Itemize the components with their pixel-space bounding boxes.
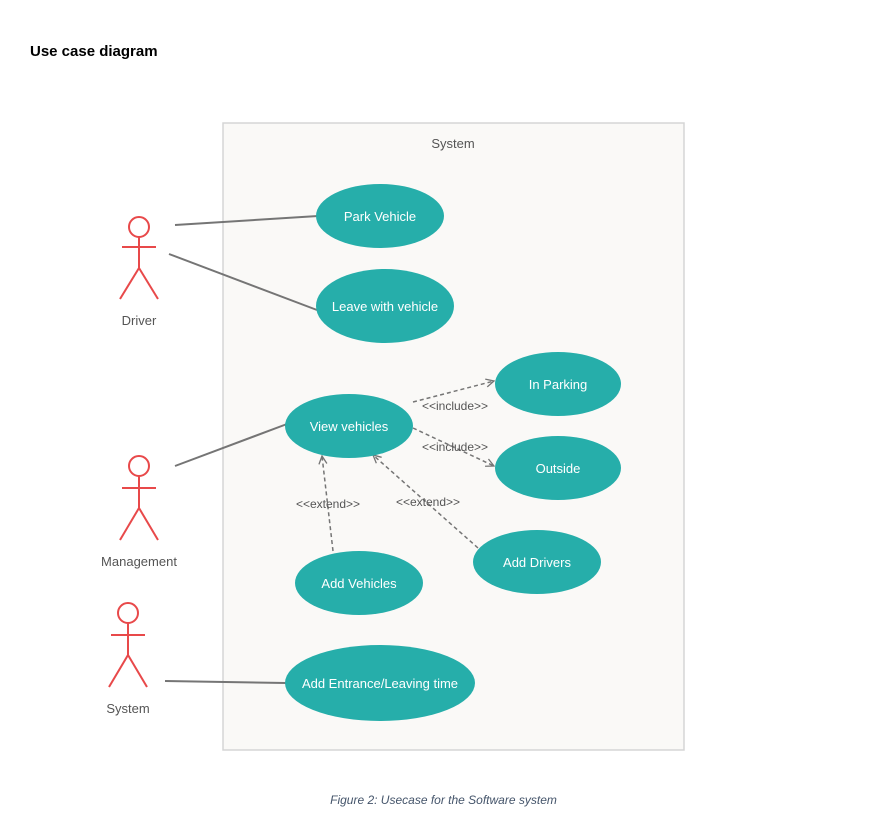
extend-label-add-vehicles: <<extend>>	[296, 497, 360, 511]
usecase-view-vehicles: View vehicles	[285, 394, 413, 458]
actor-driver-label: Driver	[122, 313, 157, 328]
usecase-park-vehicle: Park Vehicle	[316, 184, 444, 248]
association-driver-leave-with-vehicle	[168, 253, 318, 311]
actor-management-stick-figure-icon	[119, 455, 159, 541]
include-label-outside: <<include>>	[422, 440, 488, 454]
actor-system-label: System	[106, 701, 149, 716]
usecase-in-parking-label: In Parking	[529, 377, 588, 392]
page-heading: Use case diagram	[30, 43, 158, 60]
usecase-add-vehicles-label: Add Vehicles	[321, 576, 397, 591]
association-management-view-vehicles	[174, 423, 288, 467]
usecase-add-drivers: Add Drivers	[473, 530, 601, 594]
figure-caption: Figure 2: Usecase for the Software syste…	[330, 793, 557, 807]
include-arrow-outside	[412, 427, 494, 466]
actor-management: Management	[101, 455, 177, 569]
usecase-add-drivers-label: Add Drivers	[503, 555, 571, 570]
include-label-in-parking: <<include>>	[422, 399, 488, 413]
usecase-add-entrance-leaving-time: Add Entrance/Leaving time	[285, 645, 475, 721]
extend-arrow-add-vehicles	[322, 456, 334, 552]
usecase-add-vehicles: Add Vehicles	[295, 551, 423, 615]
association-driver-park-vehicle	[174, 215, 319, 226]
usecase-leave-with-vehicle-label: Leave with vehicle	[332, 299, 438, 314]
usecase-outside: Outside	[495, 436, 621, 500]
usecase-park-vehicle-label: Park Vehicle	[344, 209, 416, 224]
extend-arrow-add-drivers	[373, 455, 479, 549]
extend-label-add-drivers: <<extend>>	[396, 495, 460, 509]
actor-driver-stick-figure-icon	[119, 216, 159, 300]
system-boundary-label: System	[431, 136, 474, 151]
association-system-add-entrance-leaving-time	[164, 680, 287, 684]
usecase-view-vehicles-label: View vehicles	[310, 419, 389, 434]
actor-system-stick-figure-icon	[108, 602, 148, 688]
actor-system: System	[106, 602, 150, 716]
usecase-leave-with-vehicle: Leave with vehicle	[316, 269, 454, 343]
usecase-add-entrance-leaving-time-label: Add Entrance/Leaving time	[302, 676, 458, 691]
actor-management-label: Management	[101, 554, 177, 569]
usecase-in-parking: In Parking	[495, 352, 621, 416]
actor-driver: Driver	[119, 216, 159, 328]
usecase-outside-label: Outside	[536, 461, 581, 476]
